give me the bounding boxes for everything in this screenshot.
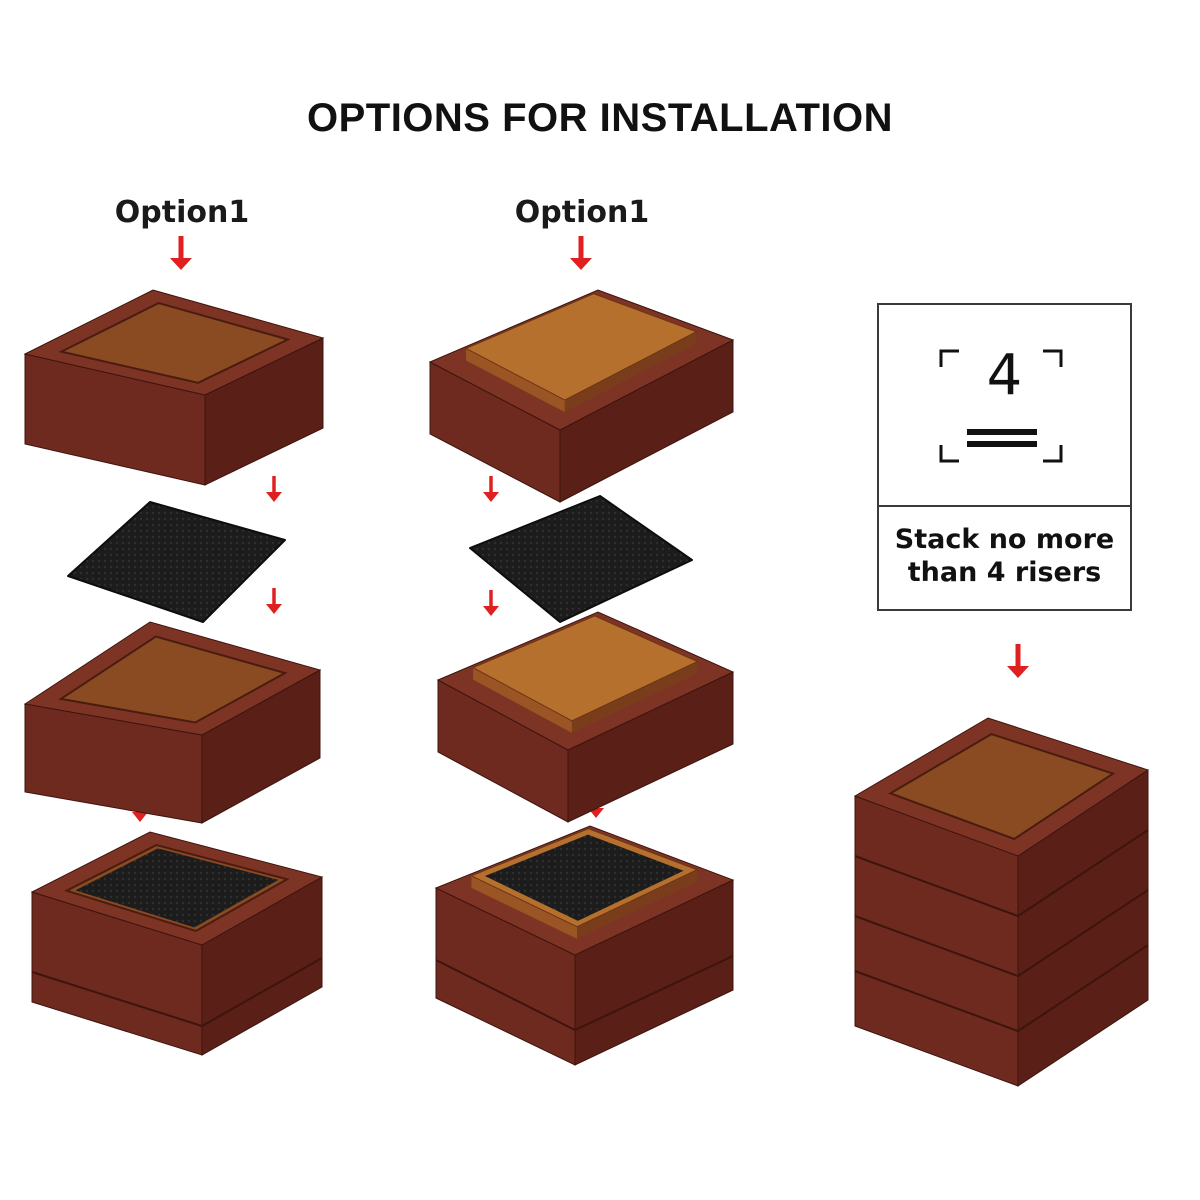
stack-seam [1017, 829, 1149, 917]
riser-stack-left [30, 831, 324, 1056]
stack-seam [1017, 944, 1149, 1032]
down-arrow-icon [483, 590, 499, 616]
rubber-pad-left [67, 501, 286, 623]
stack-seam [31, 971, 203, 1027]
down-arrow-icon [266, 588, 282, 614]
riser-middle-middle [436, 611, 735, 823]
riser-stack-four [853, 717, 1150, 1087]
option-label-middle: Option1 [514, 195, 650, 230]
rubber-pad-middle [469, 495, 693, 623]
stack-limit-note-line1: Stack no more [894, 524, 1115, 555]
stack-seam [574, 955, 734, 1031]
risers-group [23, 289, 1150, 1087]
stack-seam [854, 855, 1019, 917]
stack-seam [854, 915, 1019, 977]
riser-top-middle [428, 289, 735, 503]
stack-limit-number: 4 [986, 343, 1023, 408]
riser-top-left [23, 289, 325, 486]
stack-limit-card: 4 Stack no more than 4 risers [877, 303, 1132, 611]
down-arrow-icon [266, 476, 282, 502]
stack-limit-note: Stack no more than 4 risers [879, 523, 1130, 589]
option-label-left: Option1 [114, 195, 250, 230]
stack-limit-note-line2: than 4 risers [907, 557, 1102, 588]
riser-stack-middle [434, 825, 735, 1066]
down-arrow-icon [1007, 644, 1029, 678]
riser-middle-left [23, 621, 322, 824]
stack-seam [435, 959, 576, 1031]
page-title: OPTIONS FOR INSTALLATION [306, 96, 894, 140]
card-divider [879, 505, 1130, 507]
down-arrow-icon [570, 236, 592, 270]
down-arrow-icon [483, 476, 499, 502]
stack-seam [854, 970, 1019, 1032]
down-arrow-icon [170, 236, 192, 270]
stack-limit-icon [939, 349, 1063, 463]
stack-seam [1017, 889, 1149, 977]
stack-seam [201, 957, 323, 1027]
arrows-group [132, 236, 1029, 822]
